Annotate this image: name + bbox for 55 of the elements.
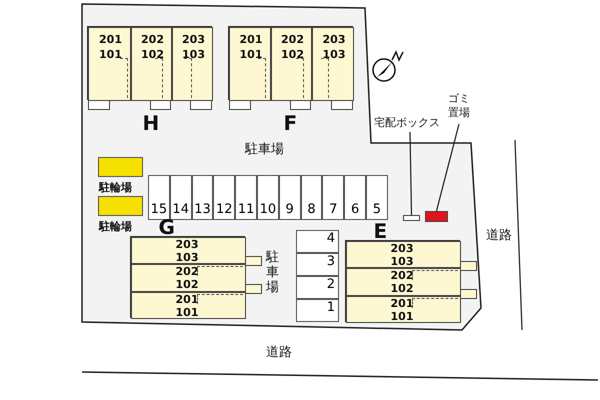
apartment-unit (271, 27, 312, 101)
unit-number: 202 102 (174, 265, 200, 291)
parking-space: 7 (322, 175, 344, 220)
building-letter: F (284, 113, 298, 133)
apartment-unit (346, 296, 461, 323)
road-label: 道路 (486, 227, 512, 244)
parking-space: 4 (296, 230, 339, 253)
unit-number: 202 102 (140, 32, 165, 62)
unit-number: 203 103 (322, 32, 346, 62)
apartment-unit (312, 27, 354, 101)
unit-number: 201 101 (174, 293, 200, 319)
parking-space: 6 (344, 175, 366, 220)
parking-space: 11 (235, 175, 257, 220)
parking-space: 2 (296, 276, 339, 299)
apartment-unit (346, 268, 461, 296)
unit-number: 201 101 (390, 297, 414, 323)
apartment-unit (131, 292, 246, 319)
parking-space: 8 (300, 175, 322, 220)
unit-number: 202 102 (280, 32, 305, 62)
unit-number: 202 102 (390, 269, 414, 295)
parking-space: 13 (192, 175, 214, 220)
building-letter: H (142, 113, 160, 133)
delivery-box (403, 215, 420, 221)
apartment-unit (172, 27, 213, 101)
unit-number: 203 103 (181, 32, 206, 62)
unit-number: 201 101 (238, 32, 264, 62)
building-letter: E (374, 221, 388, 241)
garbage-area (425, 211, 448, 222)
parking-space: 15 (148, 175, 170, 220)
parking-space: 5 (366, 175, 388, 220)
apartment-unit (346, 241, 461, 268)
apartment-unit (229, 27, 271, 101)
parking-space: 3 (296, 253, 339, 276)
road-label: 道路 (266, 344, 292, 361)
unit-number: 203 103 (174, 238, 200, 264)
facility-label: ゴミ置場 (447, 92, 471, 120)
parking-space: 10 (257, 175, 279, 220)
apartment-unit (131, 27, 172, 101)
parking-lot-label: 駐車場 (266, 250, 280, 295)
building-letter: G (158, 217, 175, 237)
parking-space: 12 (213, 175, 236, 220)
parking-lot-label: 駐車場 (245, 141, 284, 158)
parking-space: 14 (170, 175, 192, 220)
unit-number: 201 101 (98, 32, 123, 62)
leader-line (409, 132, 412, 216)
apartment-unit (131, 264, 246, 292)
parking-space: 9 (278, 175, 301, 220)
apartment-unit (88, 27, 131, 101)
parking-label: 駐輪場 (99, 219, 132, 234)
leader-line (436, 124, 460, 212)
facility-label: 宅配ボックス (373, 116, 441, 130)
apartment-unit (131, 237, 246, 264)
parking-space: 1 (296, 299, 339, 322)
unit-number: 203 103 (390, 242, 414, 268)
parking-label: 駐輪場 (99, 180, 132, 195)
